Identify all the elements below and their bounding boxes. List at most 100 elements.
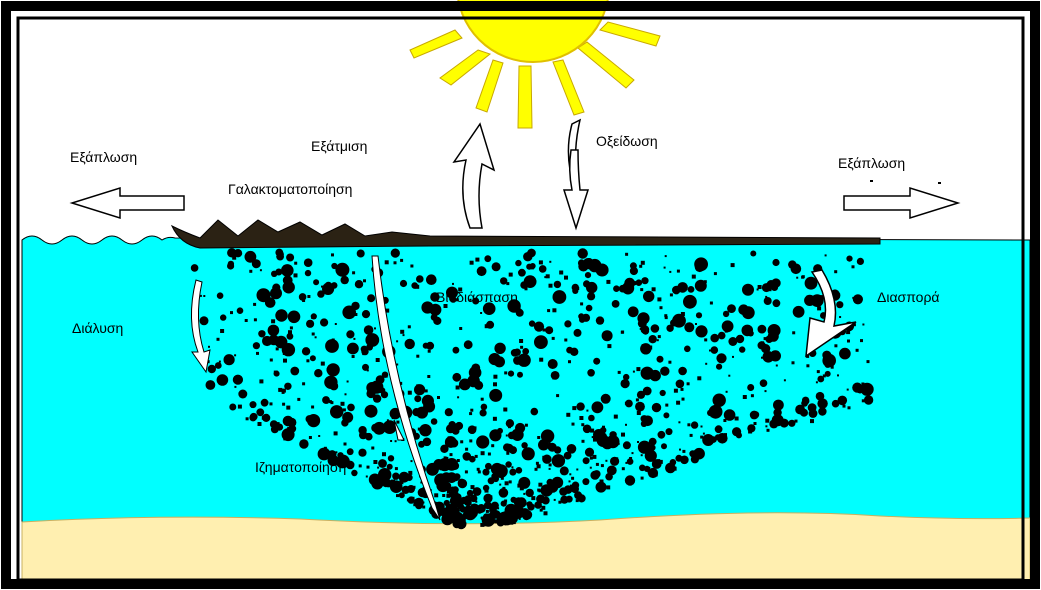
oil-droplet [217,292,224,299]
oil-droplet [337,452,343,458]
oil-droplet [765,390,767,392]
oil-droplet [846,330,850,334]
oil-droplet [588,415,595,422]
oil-droplet [217,338,220,341]
oil-droplet [261,399,269,407]
oil-droplet [458,479,466,487]
oil-droplet [512,520,516,524]
oil-droplet [862,399,865,402]
oil-droplet [846,256,852,262]
oil-droplet [270,359,273,362]
oil-droplet [465,470,468,473]
oil-droplet [408,496,415,503]
oil-droplet [569,480,571,482]
oil-droplet [632,281,636,285]
oil-droplet [553,290,567,304]
oil-droplet [366,476,368,478]
oil-droplet [252,259,261,268]
oil-droplet [697,282,706,291]
oil-droplet [478,470,481,473]
oil-droplet [606,485,610,489]
oil-droplet [847,340,850,343]
oil-droplet [622,468,624,470]
oil-droplet [342,306,356,320]
oil-droplet [388,455,394,461]
oil-droplet [607,344,611,348]
oil-droplet [660,367,669,376]
oil-droplet [625,462,627,464]
oil-droplet [652,459,662,469]
oil-droplet [658,335,661,338]
oil-droplet [317,290,324,297]
oil-droplet [691,421,698,428]
oil-droplet [520,281,528,289]
oil-droplet [391,249,400,258]
oil-droplet [191,264,199,272]
oil-droplet [817,306,821,310]
oil-droplet [576,287,579,290]
oil-droplet [310,355,316,361]
oil-droplet [343,408,346,411]
oil-droplet [446,517,450,521]
oil-droplet [592,455,596,459]
oil-droplet [514,349,521,356]
oil-droplet [537,436,540,439]
oil-droplet [275,249,283,257]
oil-droplet [682,450,685,453]
oil-droplet [761,341,764,344]
oil-droplet [434,469,437,472]
oil-droplet [427,375,430,378]
oil-droplet [515,260,521,266]
oil-droplet [834,270,837,273]
oil-droplet [776,365,778,367]
oil-droplet [341,403,343,405]
oil-droplet [400,280,407,287]
oil-droplet [460,440,463,443]
oil-droplet [513,356,522,365]
oil-droplet [351,470,357,476]
oil-droplet [580,302,583,305]
oil-droplet [284,383,291,390]
oil-droplet [447,507,451,511]
oil-droplet [792,361,795,364]
oil-droplet [468,425,477,434]
oil-droplet [347,381,349,383]
oil-droplet [834,344,837,347]
oil-droplet [697,376,701,380]
oil-droplet [499,484,501,486]
oil-droplet [506,435,508,437]
oil-droplet [530,263,536,269]
oil-droplet [344,443,347,446]
oil-droplet [761,357,763,359]
oil-droplet [501,501,507,507]
oil-droplet [517,372,523,378]
oil-droplet [678,421,680,423]
oil-droplet [601,437,613,449]
oil-droplet [395,467,398,470]
oil-droplet [491,444,494,447]
oil-droplet [738,304,749,315]
label-oxidation: Οξείδωση [596,133,658,149]
oil-droplet [687,382,690,385]
oil-droplet [270,402,273,405]
oil-droplet [670,293,673,296]
oil-droplet [676,380,685,389]
oil-droplet [345,393,347,395]
oil-droplet [723,419,726,422]
oil-droplet [590,457,593,460]
oil-droplet [586,305,593,312]
oil-droplet [748,330,754,336]
oil-droplet [487,521,489,523]
oil-droplet [710,334,719,343]
oil-droplet [684,346,691,353]
oil-droplet [429,304,441,316]
oil-droplet [637,391,645,399]
oil-droplet [690,434,693,437]
oil-droplet [485,489,489,493]
oil-droplet [574,491,582,499]
oil-droplet [480,409,487,416]
oil-droplet [283,437,286,440]
oil-droplet [245,319,248,322]
oil-droplet [836,301,843,308]
oil-droplet [434,465,437,468]
